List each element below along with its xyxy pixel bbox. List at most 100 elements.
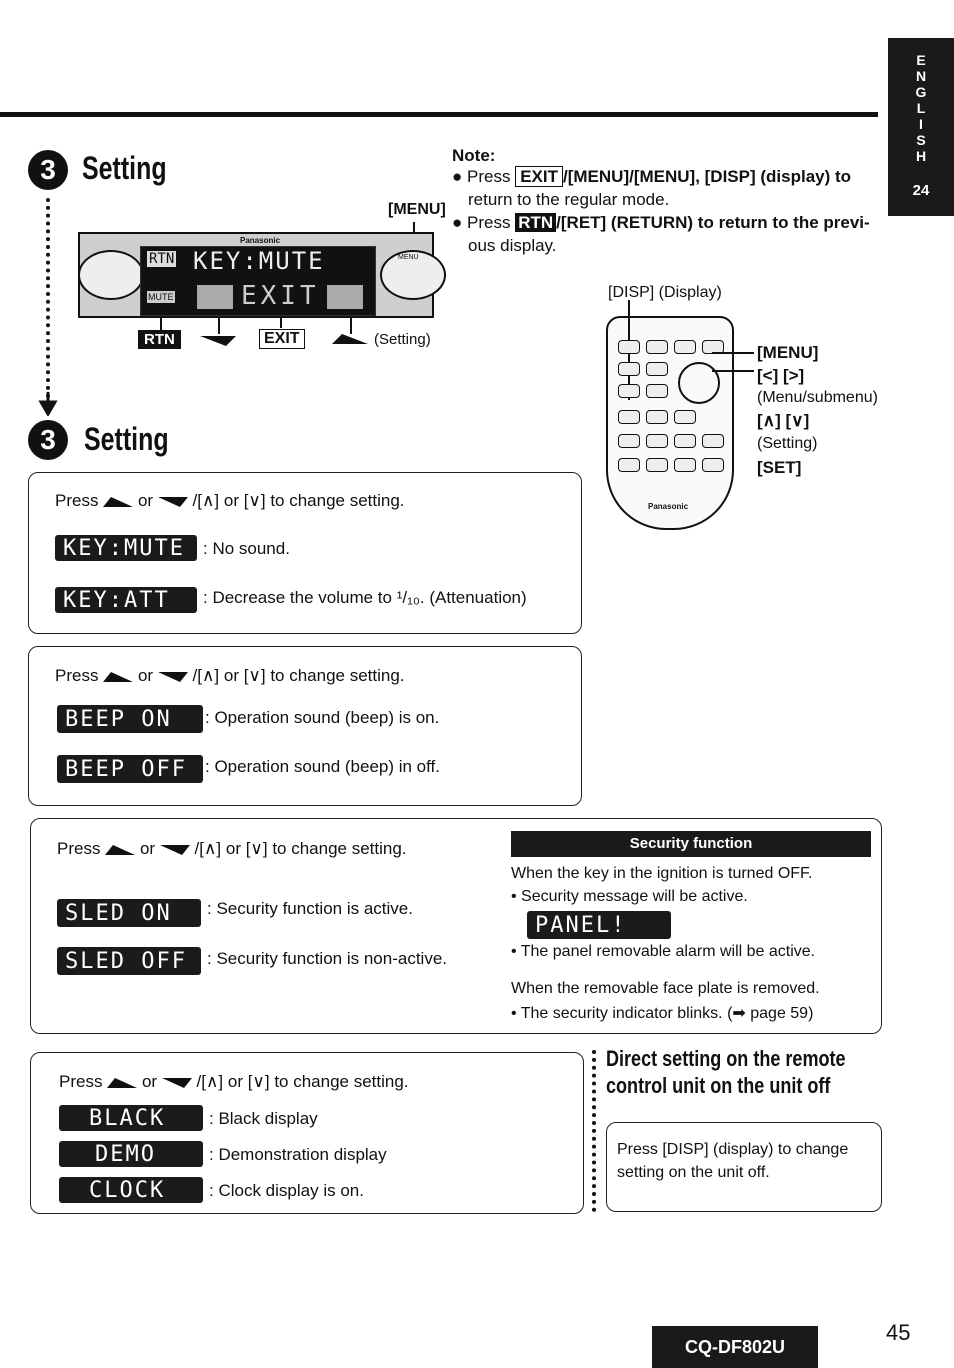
direct-setting-box: Press [DISP] (display) to change setting… <box>606 1122 882 1212</box>
direct-flow-dots <box>592 1050 600 1212</box>
head-unit-down-segment <box>197 285 233 309</box>
step-number-badge-2: 3 <box>28 420 68 460</box>
language-letter: S <box>916 132 926 148</box>
language-letter: G <box>915 84 927 100</box>
remote-menu-label: [MENU] <box>757 343 819 362</box>
key-setting-box: Press or /[∧] or [∨] to change setting. … <box>28 472 582 634</box>
head-unit-menu-small: MENU <box>398 254 419 261</box>
note-bullet: ● <box>452 213 467 232</box>
key-att-desc: : Decrease the volume to ¹/₁₀. (Attenuat… <box>203 588 527 607</box>
press-rest: /[∧] or [∨] to change setting. <box>196 1072 409 1091</box>
or-word: or <box>141 1072 158 1091</box>
remote-setting-label: (Setting) <box>757 435 818 452</box>
model-number-tab: CQ-DF802U <box>652 1326 818 1368</box>
note-rtn-badge: RTN <box>515 213 557 232</box>
demo-lcd: DEMO <box>59 1141 203 1167</box>
down-button-icon <box>200 336 236 346</box>
beep-setting-box: Press or /[∧] or [∨] to change setting. … <box>28 646 582 806</box>
press-instruction: Press or /[∧] or [∨] to change setting. <box>57 839 407 859</box>
remote-key <box>646 434 668 448</box>
security-line3: • The panel removable alarm will be acti… <box>511 943 816 960</box>
down-button-icon <box>157 671 188 682</box>
note-line1-pre: Press <box>467 167 511 186</box>
down-arrow-icon <box>38 392 58 416</box>
up-button-icon <box>332 334 368 344</box>
page-number: 45 <box>886 1320 911 1345</box>
clock-lcd: CLOCK <box>59 1177 203 1203</box>
direct-title-line1: Direct setting on the remote <box>606 1046 846 1071</box>
note-line1: ● Press EXIT/[MENU]/[MENU], [DISP] (disp… <box>452 166 851 187</box>
rtn-pointer-line <box>160 316 162 334</box>
head-unit-illustration: Panasonic MENU RTN KEY:MUTE MUTE EXIT <box>78 232 446 318</box>
demo-desc: : Demonstration display <box>209 1145 387 1164</box>
remote-key <box>674 434 696 448</box>
remote-key <box>618 458 640 472</box>
key-mute-lcd: KEY:MUTE <box>55 535 197 561</box>
security-line4: When the removable face plate is removed… <box>511 980 820 997</box>
black-lcd: BLACK <box>59 1105 203 1131</box>
head-unit-rtn: RTN <box>147 251 177 267</box>
direct-title-line2: control unit on the unit off <box>606 1073 831 1098</box>
head-unit-exit-text: EXIT <box>241 281 320 311</box>
setting-legend-label: (Setting) <box>374 331 431 348</box>
remote-illustration: Panasonic <box>606 300 734 530</box>
note-title: Note: <box>452 146 496 165</box>
press-rest: /[∧] or [∨] to change setting. <box>192 491 405 510</box>
press-word: Press <box>55 491 99 510</box>
language-letter: I <box>919 116 923 132</box>
remote-lr-label: [<] [>] <box>757 366 805 385</box>
up-button-icon <box>103 496 134 507</box>
up-button-icon <box>107 1077 138 1088</box>
menu-button-label: [MENU] <box>388 201 446 218</box>
remote-key <box>674 340 696 354</box>
press-word: Press <box>57 839 101 858</box>
remote-key <box>702 340 724 354</box>
beep-on-lcd: BEEP ON <box>57 705 203 733</box>
disp-label: [DISP] (Display) <box>608 284 722 301</box>
note-line2: ● Press RTN/[RET] (RETURN) to return to … <box>452 213 870 233</box>
clock-desc: : Clock display is on. <box>209 1181 364 1200</box>
sled-off-lcd: SLED OFF <box>57 947 201 975</box>
or-word: or <box>139 839 156 858</box>
head-unit-mute-indicator: MUTE <box>147 291 175 303</box>
beep-off-lcd: BEEP OFF <box>57 755 203 783</box>
remote-key <box>618 384 640 398</box>
remote-buttons <box>618 340 724 480</box>
press-instruction: Press or /[∧] or [∨] to change setting. <box>55 666 405 686</box>
note-bullet: ● <box>452 167 467 186</box>
up-pointer-line <box>350 316 352 334</box>
key-att-lcd: KEY:ATT <box>55 587 197 613</box>
remote-key <box>646 410 668 424</box>
security-line5: • The security indicator blinks. (➡ page… <box>511 1005 814 1022</box>
remote-menu-pointer <box>712 352 754 354</box>
rtn-legend-badge: RTN <box>138 330 181 349</box>
remote-joystick-pointer <box>712 370 754 372</box>
exit-legend-button: EXIT <box>259 329 305 349</box>
remote-key <box>618 410 640 424</box>
head-unit-brand: Panasonic <box>240 236 281 245</box>
press-instruction: Press or /[∧] or [∨] to change setting. <box>59 1072 409 1092</box>
display-setting-box: Press or /[∧] or [∨] to change setting. … <box>30 1052 584 1214</box>
down-button-icon <box>157 496 188 507</box>
down-button-icon <box>159 844 190 855</box>
or-word: or <box>137 666 154 685</box>
top-rule <box>0 112 878 117</box>
remote-key <box>702 458 724 472</box>
beep-on-desc: : Operation sound (beep) is on. <box>205 708 440 727</box>
press-rest: /[∧] or [∨] to change setting. <box>192 666 405 685</box>
remote-key <box>646 362 668 376</box>
press-word: Press <box>59 1072 103 1091</box>
language-letter: E <box>916 52 926 68</box>
remote-brand: Panasonic <box>648 502 689 511</box>
head-unit-up-segment <box>327 285 363 309</box>
head-unit-left-knob <box>78 250 144 300</box>
language-tab-number: 24 <box>912 182 930 199</box>
sled-setting-box: Press or /[∧] or [∨] to change setting. … <box>30 818 882 1034</box>
remote-ud-label: [∧] [∨] <box>757 411 810 430</box>
note-exit-button: EXIT <box>515 166 563 187</box>
black-desc: : Black display <box>209 1109 318 1128</box>
exit-pointer-line <box>280 316 282 328</box>
head-unit-right-knob <box>380 250 446 300</box>
